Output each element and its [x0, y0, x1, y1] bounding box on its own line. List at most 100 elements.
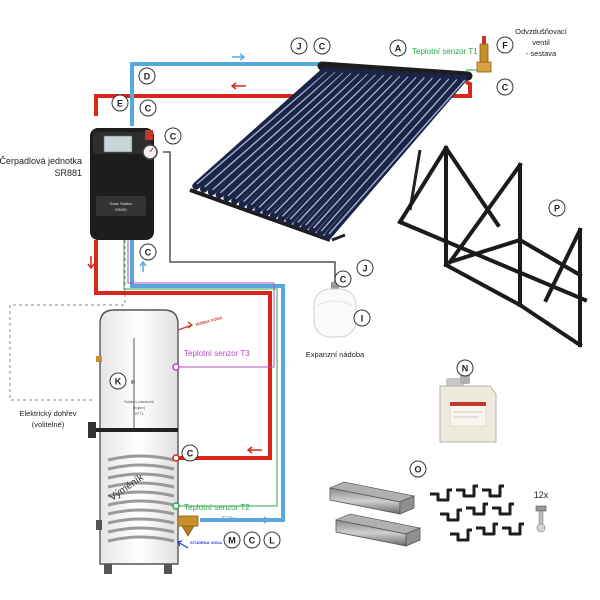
- mounting-frame: [397, 145, 588, 348]
- sensor-port-t2: [172, 502, 180, 510]
- svg-text:K: K: [115, 377, 122, 387]
- roof-hook: [440, 508, 462, 522]
- storage-tank: [88, 309, 193, 574]
- hot-pipe-collector-to-pump: [94, 80, 472, 116]
- sensor-t3-label: Teplotní senzor T3: [184, 349, 250, 358]
- screw-quantity: 12x: [534, 490, 549, 500]
- sensor-wire-t3: [127, 240, 275, 368]
- badge-c: C: [243, 531, 261, 549]
- coil-turn: [107, 499, 175, 507]
- solar-collector: [189, 61, 473, 242]
- svg-text:C: C: [170, 132, 177, 142]
- sensor-wire-t2: [123, 240, 278, 507]
- vacuum-tube-highlight: [212, 72, 344, 191]
- vacuum-tube-highlight: [289, 77, 425, 220]
- badge-j: J: [290, 37, 308, 55]
- air-valve-label-3: - sestava: [526, 49, 557, 58]
- electric-heater-element: [88, 422, 178, 438]
- vacuum-tube-highlight: [196, 71, 328, 185]
- coil-turn: [107, 535, 175, 543]
- svg-text:I: I: [361, 314, 364, 324]
- vacuum-tube-highlight: [312, 78, 450, 229]
- expansion-tank: [313, 282, 357, 338]
- flow-arrow-hot-down: [87, 256, 95, 270]
- roof-hook: [476, 522, 498, 536]
- badge-k: K: [109, 372, 127, 390]
- sensor-port-t3: [172, 363, 180, 371]
- roof-hook: [456, 484, 478, 498]
- mounting-rails: [328, 481, 422, 547]
- coil-turn: [107, 454, 175, 462]
- coil-turn: [107, 526, 175, 534]
- vacuum-tube-highlight: [266, 75, 401, 211]
- expansion-tank-label: Expanzní nádoba: [306, 350, 365, 359]
- vacuum-tube-highlight: [219, 72, 352, 194]
- hot-pipe-pump-to-tank: [94, 240, 272, 460]
- collector-back-leg: [331, 233, 346, 242]
- controller-cable-dashed: [9, 240, 126, 401]
- flow-arrow-hot-top: [230, 82, 246, 90]
- flow-arrow-hot-in: [246, 446, 262, 454]
- vacuum-tube-highlight: [243, 74, 377, 203]
- controller-display: [103, 135, 133, 153]
- svg-text:J: J: [362, 264, 367, 274]
- safety-valve: [145, 130, 153, 140]
- vacuum-tube-highlight: [204, 71, 336, 188]
- badge-j: J: [356, 259, 374, 277]
- svg-text:E: E: [117, 99, 123, 109]
- svg-text:C: C: [249, 536, 256, 546]
- badge-e: E: [111, 94, 129, 112]
- svg-text:L: L: [269, 536, 275, 546]
- tank-inner-label-3: JPT1: [134, 411, 144, 416]
- pipe-network: [9, 53, 480, 524]
- vacuum-tube-highlight: [297, 77, 434, 223]
- pump-unit-label: Čerpadlová jednotka: [0, 156, 82, 166]
- air-valve-label-2: ventil: [532, 38, 550, 47]
- vacuum-tube-highlight: [235, 73, 369, 200]
- roof-hook: [492, 502, 514, 516]
- air-valve-label-1: Odvzdušňovací: [515, 27, 568, 36]
- flow-arrow-cold-up: [139, 260, 147, 272]
- badge-c: C: [181, 444, 199, 462]
- vacuum-tube-highlight: [305, 78, 442, 226]
- sensor-t2-label: Teplotní senzor T2: [184, 503, 250, 512]
- coil-turn: [107, 463, 175, 471]
- badge-c: C: [334, 270, 352, 288]
- svg-text:M: M: [228, 536, 236, 546]
- badge-o: O: [409, 460, 427, 478]
- vacuum-tube-highlight: [328, 79, 466, 235]
- coil-turn: [107, 517, 175, 525]
- badge-i: I: [353, 309, 371, 327]
- roof-hooks: [430, 484, 524, 542]
- vacuum-tube-highlight: [281, 76, 417, 217]
- svg-text:C: C: [502, 83, 509, 93]
- flow-arrow-filter: [252, 516, 270, 524]
- vacuum-tube-highlight: [227, 73, 360, 197]
- flow-arrow-cold-top: [232, 53, 246, 61]
- svg-text:P: P: [554, 204, 560, 214]
- badge-c: C: [164, 127, 182, 145]
- filter-label: Filtr: [222, 515, 236, 524]
- svg-text:A: A: [395, 44, 402, 54]
- heat-exchanger-coil: [107, 454, 175, 543]
- roof-hook: [502, 522, 524, 536]
- svg-text:C: C: [319, 42, 326, 52]
- svg-text:N: N: [462, 364, 469, 374]
- badge-n: N: [456, 359, 474, 377]
- svg-text:D: D: [144, 72, 151, 82]
- svg-text:C: C: [145, 104, 152, 114]
- pump-station: Solar Station SR881: [90, 128, 158, 240]
- heater-label-2: (volitelné): [32, 420, 65, 429]
- roof-hook: [466, 502, 488, 516]
- badge-c: C: [139, 243, 157, 261]
- cold-water-label: STUDENÁ VODA: [190, 540, 222, 545]
- badge-m: M: [223, 531, 241, 549]
- badge-d: D: [138, 67, 156, 85]
- screw-set: [535, 505, 547, 533]
- pump-unit-model: SR881: [54, 168, 82, 178]
- roof-hook: [482, 484, 504, 498]
- badge-c: C: [139, 99, 157, 117]
- collector-manifold: [317, 61, 473, 81]
- filter-valve: [177, 515, 199, 537]
